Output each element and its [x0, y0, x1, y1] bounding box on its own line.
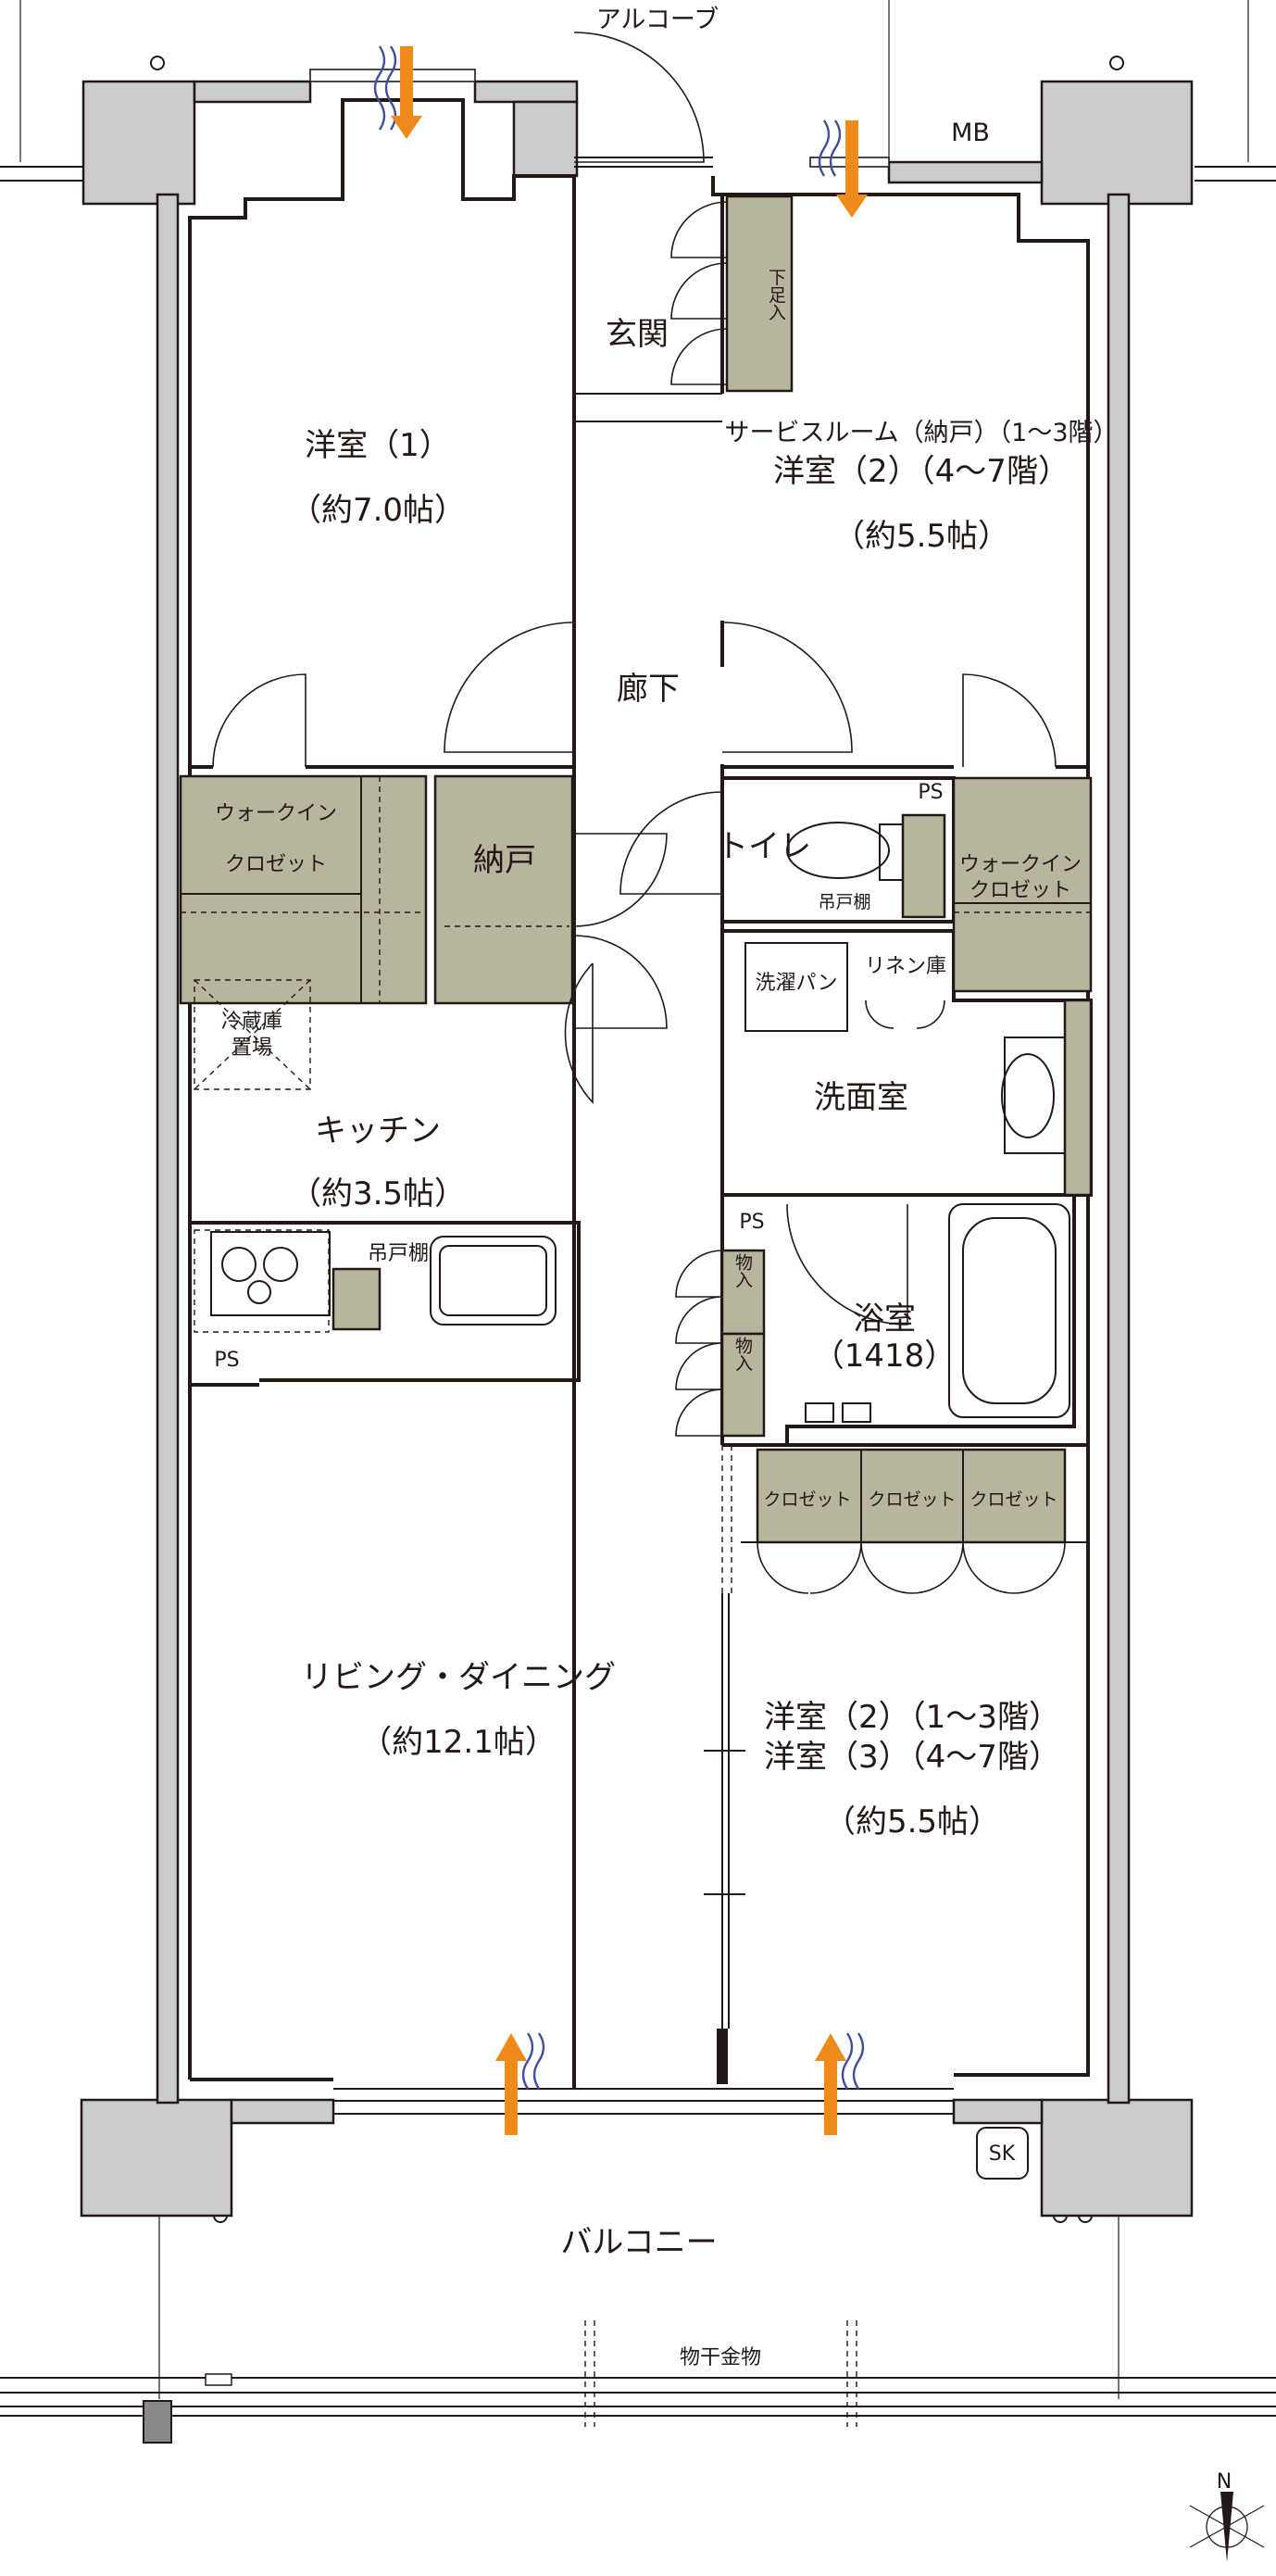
label-walkin-left-line2: クロゼット — [225, 853, 327, 876]
fixtures — [194, 822, 1070, 2180]
label-service-room-size: （約5.5帖） — [833, 518, 1009, 555]
storage-blocks — [179, 195, 1093, 1544]
label-entrance: 玄関 — [606, 316, 669, 353]
label-bedroom23-line2: 洋室（3）（4〜7階） — [764, 1739, 1060, 1776]
label-bedroom1-name: 洋室（1） — [305, 427, 451, 464]
labels: アルコーブ MB 玄関 下足入 洋室（1） （約7.0帖） サービスルーム（納戸… — [214, 6, 1232, 2494]
label-washer-pan: 洗濯パン — [755, 972, 837, 995]
label-bedroom1-size: （約7.0帖） — [290, 492, 466, 529]
label-washroom: 洗面室 — [814, 1079, 908, 1116]
label-closet2: クロゼット — [868, 1489, 956, 1510]
label-ps-toilet: PS — [918, 781, 943, 804]
label-sk: SK — [989, 2142, 1016, 2166]
drying-hardware — [584, 2320, 857, 2427]
label-bath-size: （1418） — [813, 1338, 957, 1375]
doors — [212, 31, 1066, 1594]
label-hanging-shelf-toilet: 吊戸棚 — [818, 892, 870, 912]
label-bedroom23-line1: 洋室（2）（1〜3階） — [764, 1699, 1060, 1736]
compass-icon — [1189, 2492, 1265, 2562]
label-kitchen-size: （約3.5帖） — [290, 1175, 466, 1213]
label-closet1: クロゼット — [763, 1489, 851, 1510]
side-walls — [156, 80, 1131, 2125]
label-ps-bath: PS — [739, 1211, 764, 1234]
vent-arrows — [373, 45, 868, 2135]
label-walkin-right-line2: クロゼット — [970, 879, 1071, 902]
label-bath-name: 浴室 — [853, 1301, 916, 1338]
label-service-room-line1: サービスルーム（納戸）（1〜3階） — [724, 419, 1118, 447]
label-mb: MB — [951, 119, 990, 147]
label-alcove: アルコーブ — [596, 6, 719, 34]
structural-columns — [80, 80, 1194, 2444]
label-walkin-right-line1: ウォークイン — [959, 853, 1082, 876]
label-north: N — [1217, 2470, 1232, 2494]
label-balcony: バルコニー — [560, 2224, 717, 2261]
label-ps-kitchen: PS — [214, 1349, 239, 1372]
label-fridge-line2: 置場 — [231, 1037, 272, 1060]
label-toilet: トイレ — [717, 828, 811, 865]
label-walkin-left-line1: ウォークイン — [215, 802, 337, 825]
label-living-name: リビング・ダイニング — [301, 1659, 616, 1696]
label-drying-hardware: 物干金物 — [680, 2346, 761, 2369]
label-storage2: 物入 — [732, 1337, 753, 1372]
label-storage1: 物入 — [732, 1253, 753, 1288]
label-corridor: 廊下 — [617, 671, 680, 708]
label-living-size: （約12.1帖） — [360, 1724, 557, 1761]
label-linen: リネン庫 — [865, 955, 946, 978]
label-closet3: クロゼット — [970, 1489, 1057, 1510]
label-fridge-line1: 冷蔵庫 — [221, 1011, 282, 1034]
label-service-room-line2: 洋室（2）（4〜7階） — [773, 453, 1070, 490]
label-bedroom23-size: （約5.5帖） — [824, 1803, 1000, 1841]
label-kitchen-name: キッチン — [315, 1112, 441, 1150]
label-shoe-storage: 下足入 — [766, 269, 786, 321]
label-hanging-shelf-kitchen: 吊戸棚 — [368, 1242, 429, 1265]
label-nando: 納戸 — [473, 842, 536, 879]
